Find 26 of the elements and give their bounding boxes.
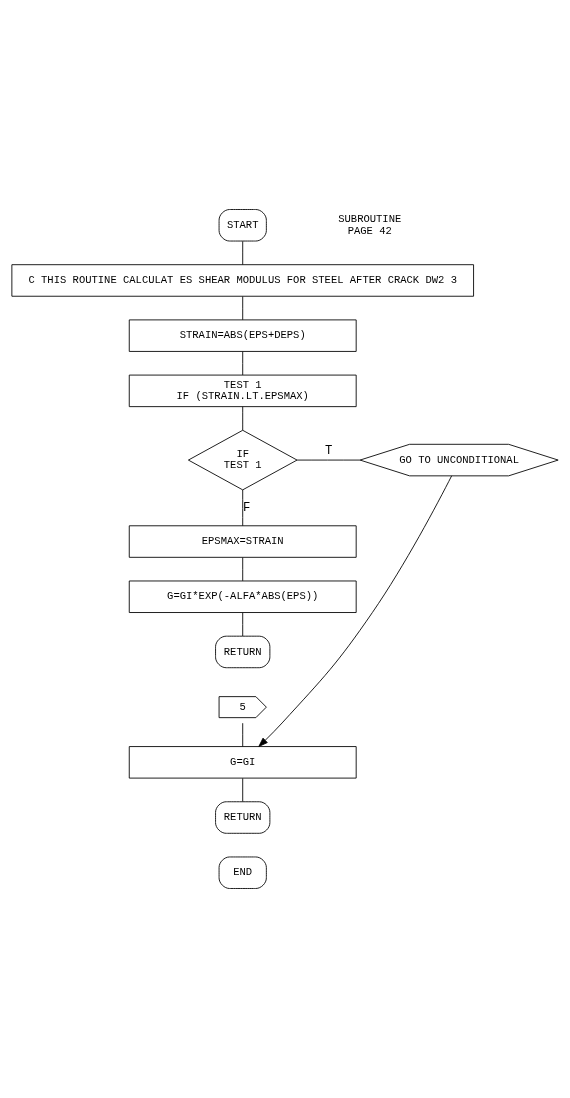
connector xyxy=(242,557,244,582)
connector xyxy=(296,459,361,461)
node-box: G=GI xyxy=(128,746,357,779)
node-diamond: IF TEST 1 xyxy=(187,429,298,491)
node-box: G=GI*EXP(-ALFA*ABS(EPS)) xyxy=(128,580,357,613)
node-box: RETURN xyxy=(215,635,271,669)
node-box: EPSMAX=STRAIN xyxy=(128,525,357,558)
edge-label: T xyxy=(324,444,333,459)
node-box: TEST 1 IF (STRAIN.LT.EPSMAX) xyxy=(128,374,357,408)
node-box: STRAIN=ABS(EPS+DEPS) xyxy=(128,319,357,352)
connector xyxy=(242,612,244,637)
label: PAGE 42 xyxy=(347,224,392,237)
connector xyxy=(242,296,244,321)
label: SUBROUTINE xyxy=(338,213,402,226)
connector xyxy=(242,351,244,376)
connector xyxy=(242,489,244,527)
connector xyxy=(242,722,244,747)
edge-label: F xyxy=(242,501,251,516)
node-box: START xyxy=(218,209,267,242)
arrow xyxy=(258,475,453,747)
connector xyxy=(242,777,244,803)
node-box: C THIS ROUTINE CALCULAT ES SHEAR MODULUS FOR STEEL AFTER CRACK DW2 3 xyxy=(11,264,474,297)
connector xyxy=(242,240,244,265)
connector xyxy=(242,406,244,431)
node-box: RETURN xyxy=(215,801,271,834)
node-box: END xyxy=(218,856,267,889)
